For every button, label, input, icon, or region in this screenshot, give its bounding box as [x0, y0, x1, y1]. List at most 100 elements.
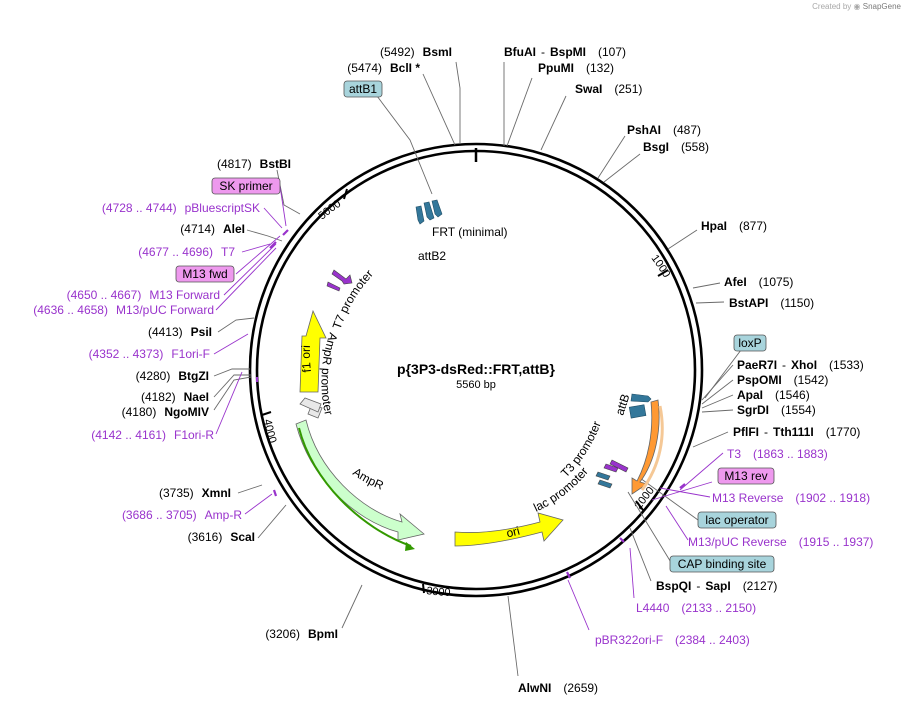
enzyme-xmni: (3735)XmnI — [159, 486, 231, 500]
primer-site-t7 — [269, 241, 277, 249]
box-attb1: attB1 — [343, 80, 383, 98]
ampr-primer-line — [298, 427, 412, 547]
frt-mark-3 — [431, 199, 443, 218]
enzyme-pshai: PshAI(487) — [627, 123, 701, 137]
pbr322ori-f-line — [567, 579, 590, 631]
feature-arrows — [295, 199, 664, 551]
snapgene-credit: Created by ◉ SnapGene — [812, 2, 901, 11]
primer-f1ori-f: (4352 .. 4373)F1ori-F — [89, 347, 210, 361]
primer-m13puc-forward: (4636 .. 4658)M13/pUC Forward — [33, 303, 214, 317]
btgzi-line — [213, 368, 250, 377]
tick-5000 — [343, 188, 348, 200]
t7-line — [241, 243, 271, 253]
bcli-line — [422, 73, 456, 146]
primer-site-amp-r — [272, 489, 278, 497]
box-cap-binding-site: CAP binding site — [669, 555, 775, 573]
lac-operator-line — [639, 477, 699, 521]
bpmi-line — [341, 584, 363, 629]
alei-line — [246, 229, 283, 242]
ampr-promoter-arrow — [299, 397, 322, 413]
enzyme-bpmi: (3206)BpmI — [265, 627, 338, 641]
pflfi-line — [692, 431, 729, 448]
enzyme-afei: AfeI(1075) — [724, 275, 793, 289]
pspomi-line — [701, 379, 734, 405]
svg-text:M13 rev: M13 rev — [724, 469, 767, 483]
t3-line — [679, 452, 724, 491]
f1ori-f-line — [213, 333, 249, 355]
hpai-line — [667, 229, 698, 250]
svg-text:CAP binding site: CAP binding site — [678, 557, 767, 571]
m13-rev-box-line — [651, 481, 713, 501]
attb-arrow — [630, 393, 652, 403]
enzyme-apai: ApaI(1546) — [737, 388, 810, 402]
bsgi-line — [603, 153, 641, 183]
primer-t3: T3(1863 .. 1883) — [727, 447, 828, 461]
scai-line — [257, 504, 287, 539]
primer-pbr322ori-f: pBR322ori-F(2384 .. 2403) — [595, 633, 750, 647]
tick-label-3000: 3000 — [426, 585, 451, 599]
svg-text:SK primer: SK primer — [219, 179, 272, 193]
primer-site-sk — [282, 229, 289, 236]
ngomiv-line — [213, 376, 252, 411]
enzyme-connectors — [213, 61, 742, 677]
label-ampr: AmpR — [350, 465, 386, 493]
enzyme-bstbi: (4817)BstBI — [217, 157, 291, 171]
enzyme-bfuai: BfuAI-BspMI(107) — [504, 45, 626, 59]
amp-r-line — [244, 493, 273, 515]
ppumi-line — [506, 77, 533, 147]
t7-primer-arrow — [326, 281, 341, 292]
enzyme-pflfi: PflFI-Tth111I(1770) — [733, 425, 860, 439]
enzyme-alei: (4714)AleI — [180, 222, 245, 236]
enzyme-ppumi: PpuMI(132) — [538, 61, 614, 75]
enzyme-scai: (3616)ScaI — [188, 530, 255, 544]
plasmid-size: 5560 bp — [456, 379, 496, 391]
sk-primer-box-line — [279, 185, 287, 227]
primer-f1ori-r: (4142 .. 4161)F1ori-R — [91, 428, 214, 442]
pbluescriptsk-line — [263, 207, 283, 229]
primer-m13-forward: (4650 .. 4667)M13 Forward — [67, 288, 220, 302]
tick-label-5000: 5000 — [316, 198, 343, 222]
enzyme-bsmi: (5492)BsmI — [380, 45, 452, 59]
primer-l4440: L4440(2133 .. 2150) — [636, 601, 756, 615]
attb-marks — [628, 393, 652, 419]
bsmi-line — [455, 61, 461, 144]
primer-labels: (4728 .. 4744)pBluescriptSK (4677 .. 469… — [33, 201, 873, 647]
primer-t7: (4677 .. 4696)T7 — [138, 245, 235, 259]
primer-site-pbr322ori — [566, 571, 571, 579]
apai-line — [701, 394, 734, 409]
box-m13-fwd: M13 fwd — [175, 265, 235, 283]
xmni-line — [237, 484, 263, 494]
cap-site-mark — [597, 479, 613, 489]
enzyme-naei: (4182)NaeI — [141, 390, 209, 404]
boxed-labels: attB1 SK primer M13 fwd loxP M13 rev lac… — [175, 80, 777, 573]
primer-site-t3 — [679, 483, 686, 489]
swai-line — [540, 95, 567, 151]
m13puc-reverse-line — [665, 505, 689, 541]
psii-line — [217, 317, 255, 333]
enzyme-sgrdi: SgrDI(1554) — [737, 403, 816, 417]
tick-3000 — [422, 583, 425, 594]
enzyme-alwni: AlwNI(2659) — [518, 681, 598, 695]
enzyme-swai: SwaI(251) — [575, 82, 642, 96]
tick-marks — [261, 188, 669, 594]
primer-pbluescriptsk: (4728 .. 4744)pBluescriptSK — [102, 201, 260, 215]
label-frt-minimal: FRT (minimal) — [432, 225, 508, 239]
m13-reverse-line — [659, 487, 711, 498]
tick-label-4000: 4000 — [261, 418, 278, 444]
tick-2000 — [635, 500, 644, 511]
primer-connectors — [213, 185, 724, 631]
label-attb2: attB2 — [418, 249, 446, 263]
enzyme-bstapi: BstAPI(1150) — [729, 296, 814, 310]
enzyme-ngomiv: (4180)NgoMIV — [122, 405, 209, 419]
tick-4000 — [261, 411, 272, 416]
primer-m13-reverse: M13 Reverse(1902 .. 1918) — [712, 491, 870, 505]
t3-mark — [603, 463, 619, 473]
enzyme-bsgi: BsgI(558) — [643, 140, 709, 154]
cap-site-line — [627, 491, 673, 565]
paer7i-line — [701, 364, 734, 401]
frt-mark-1 — [415, 205, 425, 225]
plasmid-name: p{3P3-dsRed::FRT,attB} — [397, 361, 555, 377]
orange-feature-glow — [640, 405, 664, 491]
sgrdi-line — [701, 409, 734, 413]
credit-brand: SnapGene — [862, 2, 901, 11]
